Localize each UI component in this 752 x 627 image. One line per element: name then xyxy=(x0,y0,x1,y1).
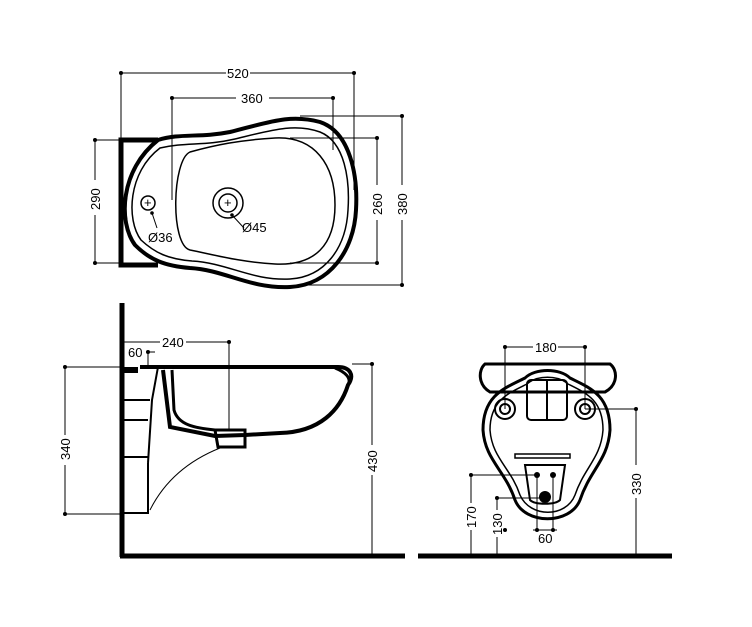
basin-inner-rim xyxy=(131,127,350,280)
dim-rim-height: 430 xyxy=(365,450,380,472)
tap-hole-label: Ø36 xyxy=(148,230,173,245)
drain-center-mark: + xyxy=(224,195,232,210)
dim-wall-gap: 60 xyxy=(128,345,142,360)
drain-outer xyxy=(212,187,244,219)
dim-bowl-width: 360 xyxy=(241,91,263,106)
bowl-outline xyxy=(175,137,336,265)
front-view: 180 330 170 130 60 xyxy=(418,340,672,559)
dim-supply-spacing: 60 xyxy=(538,531,552,546)
dim-wall-depth: 290 xyxy=(88,188,103,210)
drain-hole-label: Ø45 xyxy=(242,220,267,235)
dim-bracket-height: 340 xyxy=(58,438,73,460)
dim-fixing-height: 330 xyxy=(629,473,644,495)
dim-drain-offset: 240 xyxy=(162,335,184,350)
basin-outline xyxy=(122,116,359,290)
dim-waste-height: 130 xyxy=(490,513,505,535)
tap-center-mark: + xyxy=(144,195,152,210)
dim-bowl-depth: 260 xyxy=(370,193,385,215)
back-outline xyxy=(481,369,612,521)
dim-overall-width: 520 xyxy=(227,66,249,81)
side-view: 240 60 340 430 xyxy=(58,303,405,559)
dim-overall-depth: 380 xyxy=(395,193,410,215)
dim-fixing-spacing: 180 xyxy=(535,340,557,355)
basin-section xyxy=(140,365,354,439)
drain-inner xyxy=(218,193,238,213)
wall-mount-back xyxy=(118,137,158,268)
dim-supply-height: 170 xyxy=(464,506,479,528)
tap-hole xyxy=(140,195,156,211)
top-view: + + Ø36 Ø45 520 360 290 260 380 xyxy=(88,66,410,290)
